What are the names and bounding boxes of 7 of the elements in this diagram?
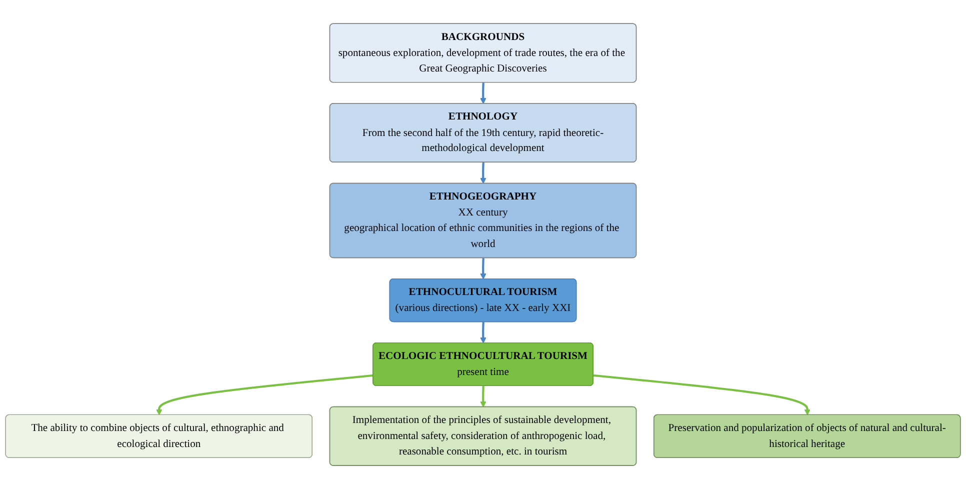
arrow <box>480 162 486 184</box>
arrow <box>480 386 486 408</box>
arrow <box>593 374 810 416</box>
arrow <box>480 322 486 344</box>
arrow <box>156 374 374 416</box>
arrow <box>480 258 486 280</box>
arrow <box>480 82 486 104</box>
